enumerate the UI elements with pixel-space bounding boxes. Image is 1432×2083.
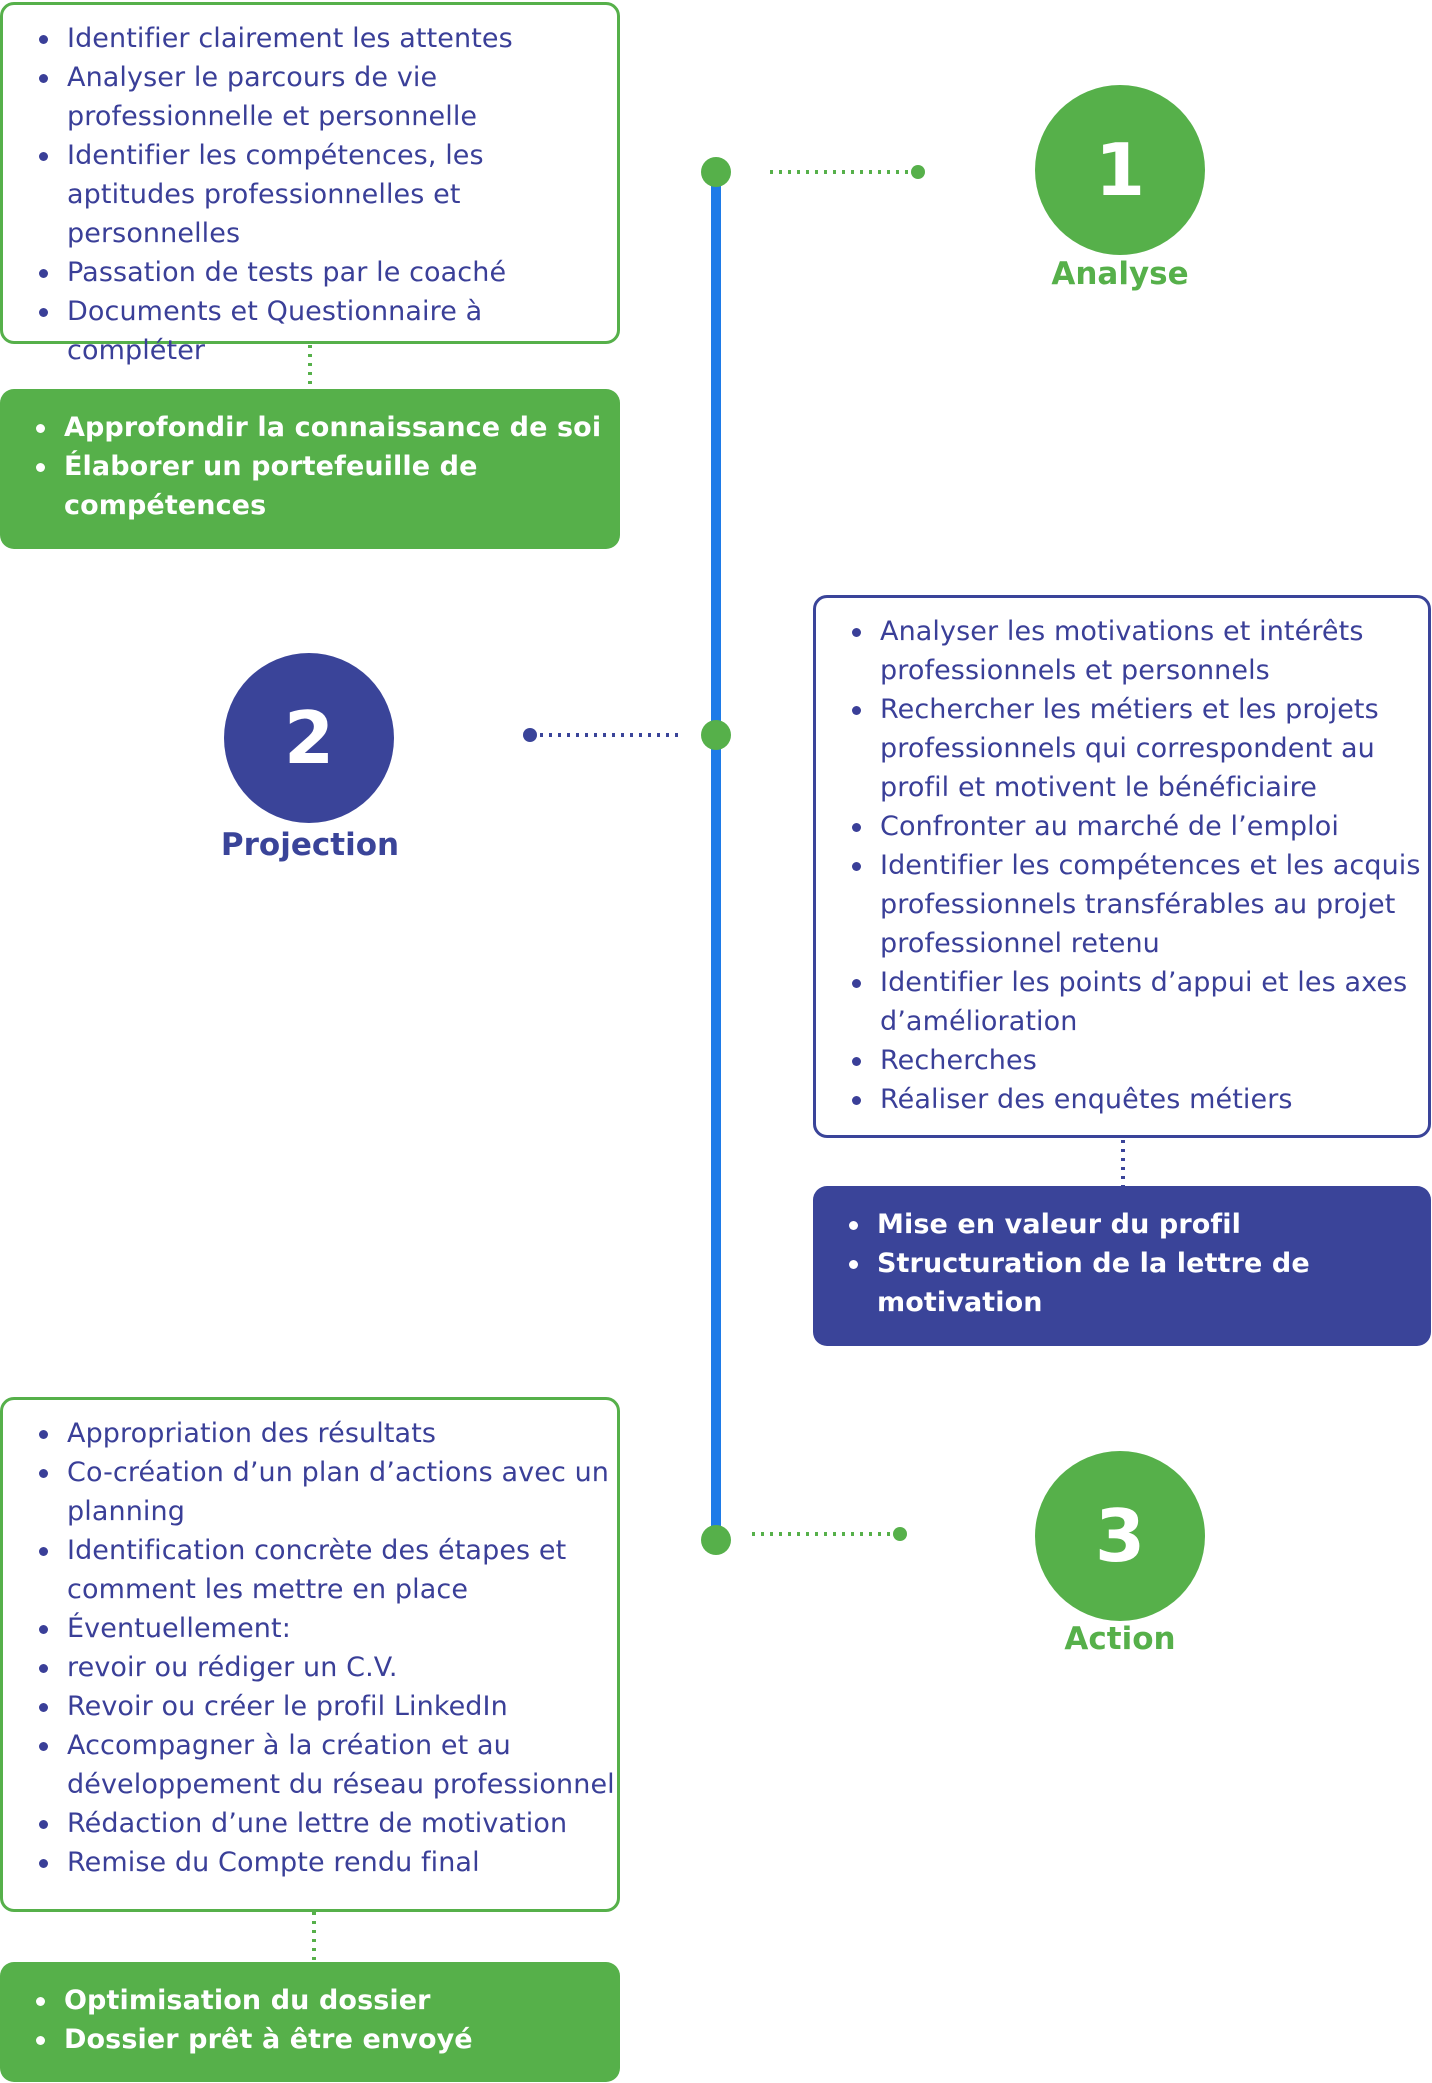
step-2-details: Analyser les motivations et intérêts pro… (813, 595, 1431, 1138)
connector-end-1 (911, 165, 925, 179)
list-item: Optimisation du dossier (0, 1981, 620, 2020)
timeline-node-2 (701, 720, 731, 750)
step-2-detail-list: Analyser les motivations et intérêts pro… (816, 612, 1428, 1119)
connector-end-3 (893, 1527, 907, 1541)
step-2-number: 2 (283, 696, 335, 780)
list-item: Remise du Compte rendu final (3, 1843, 617, 1882)
list-item: Analyser les motivations et intérêts pro… (816, 612, 1428, 690)
timeline-node-3 (701, 1525, 731, 1555)
step-2-circle: 2 (224, 653, 394, 823)
step-3-label: Action (1064, 1621, 1176, 1657)
list-item: Mise en valeur du profil (813, 1205, 1431, 1244)
list-item: Rechercher les métiers et les projets pr… (816, 690, 1428, 807)
list-item: Accompagner à la création et au développ… (3, 1726, 617, 1804)
step-2-label: Projection (220, 827, 400, 863)
list-item: Documents et Questionnaire à compléter (3, 292, 617, 370)
list-item: Confronter au marché de l’emploi (816, 807, 1428, 846)
step-1-number: 1 (1094, 128, 1146, 212)
list-item: Identifier les points d’appui et les axe… (816, 963, 1428, 1041)
timeline-node-1 (701, 157, 731, 187)
connector-end-2 (523, 728, 537, 742)
list-item: Éventuellement: (3, 1609, 617, 1648)
step-3-number: 3 (1094, 1494, 1146, 1578)
step-3-circle: 3 (1035, 1451, 1205, 1621)
list-item: Analyser le parcours de vie professionne… (3, 58, 617, 136)
step-1-circle: 1 (1035, 85, 1205, 255)
list-item: Identifier les compétences, les aptitude… (3, 136, 617, 253)
list-item: Réaliser des enquêtes métiers (816, 1080, 1428, 1119)
list-item: Identification concrète des étapes et co… (3, 1531, 617, 1609)
list-item: Revoir ou créer le profil LinkedIn (3, 1687, 617, 1726)
list-item: Structuration de la lettre de motivation (813, 1244, 1431, 1322)
list-item: Approfondir la connaissance de soi (0, 408, 620, 447)
list-item: Identifier clairement les attentes (3, 19, 617, 58)
list-item: Dossier prêt à être envoyé (0, 2020, 620, 2059)
list-item: Passation de tests par le coaché (3, 253, 617, 292)
step-1-label: Analyse (1051, 256, 1189, 292)
list-item: revoir ou rédiger un C.V. (3, 1648, 617, 1687)
list-item: Recherches (816, 1041, 1428, 1080)
list-item: Co-création d’un plan d’actions avec un … (3, 1453, 617, 1531)
list-item: Élaborer un portefeuille de compétences (0, 447, 620, 525)
list-item: Rédaction d’une lettre de motivation (3, 1804, 617, 1843)
list-item: Appropriation des résultats (3, 1414, 617, 1453)
list-item: Identifier les compétences et les acquis… (816, 846, 1428, 963)
